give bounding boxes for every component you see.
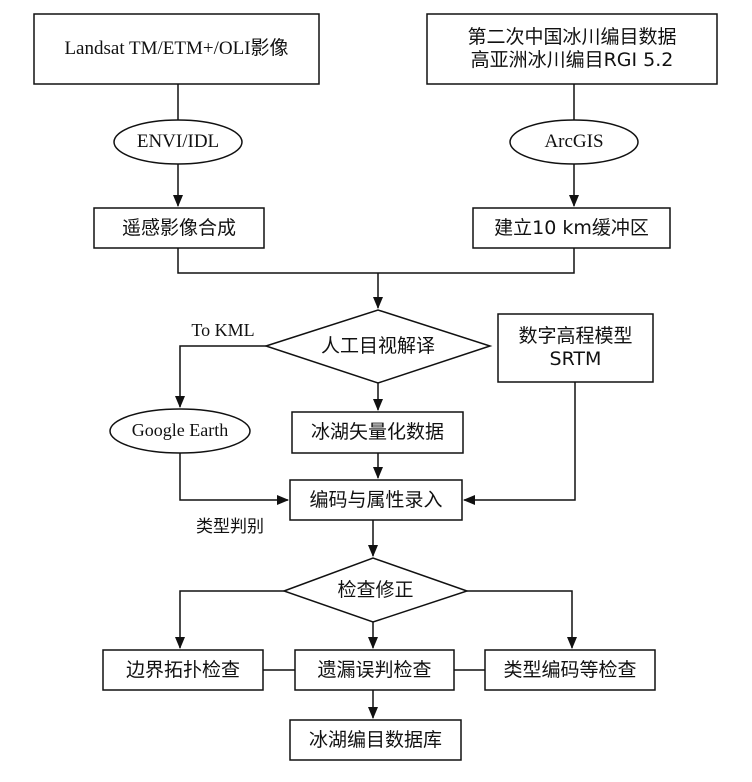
arrow-check-typecode bbox=[467, 590, 577, 649]
buffer-label: 建立10 km缓冲区 bbox=[494, 216, 649, 239]
check-label: 检查修正 bbox=[337, 578, 414, 601]
composite-label: 遥感影像合成 bbox=[121, 216, 236, 239]
arrow-check-topology bbox=[175, 590, 284, 649]
landsat-box bbox=[33, 13, 320, 85]
inventory-box bbox=[426, 13, 718, 85]
visual-interp-label: 人工目视解译 bbox=[320, 335, 435, 358]
landsat-label: Landsat TM/ETM+/OLI影像 bbox=[64, 37, 289, 59]
composite-box bbox=[93, 207, 265, 249]
arrow-merge-right bbox=[378, 248, 575, 274]
arrow-to-kml bbox=[175, 345, 266, 408]
encode-label: 编码与属性录入 bbox=[309, 488, 443, 511]
inventory-label-line1: 第二次中国冰川编目数据 bbox=[467, 26, 677, 49]
database-label: 冰湖编目数据库 bbox=[308, 728, 442, 751]
arcgis-label: ArcGIS bbox=[544, 130, 604, 152]
type-discrimination-edge-label: 类型判别 bbox=[196, 516, 264, 537]
vectorize-label: 冰湖矢量化数据 bbox=[310, 421, 444, 444]
dem-label-line1: 数字高程模型 bbox=[518, 325, 633, 348]
arrow-google-encode bbox=[179, 453, 289, 505]
arrow-dem-encode bbox=[463, 382, 576, 505]
arrow-merge-left bbox=[177, 248, 378, 274]
to-kml-edge-label: To KML bbox=[191, 320, 255, 341]
encode-box bbox=[289, 479, 463, 521]
dem-label-line2: SRTM bbox=[549, 348, 602, 370]
type-code-label: 类型编码等检查 bbox=[503, 658, 637, 681]
dem-label: 数字高程模型 SRTM bbox=[498, 314, 653, 382]
database-box bbox=[289, 719, 462, 761]
envi-label: ENVI/IDL bbox=[136, 130, 220, 152]
visual-interp-diamond bbox=[263, 309, 493, 384]
inventory-label: 第二次中国冰川编目数据 高亚洲冰川编目RGI 5.2 bbox=[427, 14, 717, 84]
google-earth-label: Google Earth bbox=[131, 420, 229, 441]
topology-label: 边界拓扑检查 bbox=[125, 658, 240, 681]
omission-label: 遗漏误判检查 bbox=[317, 658, 432, 681]
inventory-label-line2: 高亚洲冰川编目RGI 5.2 bbox=[470, 49, 674, 71]
buffer-box bbox=[472, 207, 671, 249]
